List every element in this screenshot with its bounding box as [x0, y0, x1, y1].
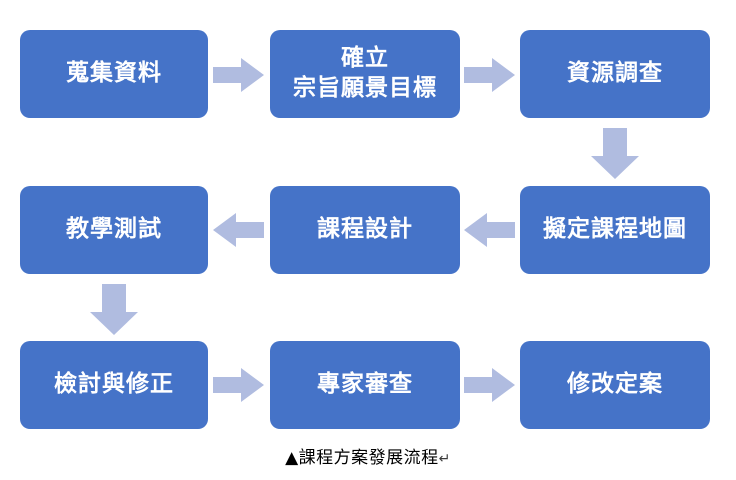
node-course-map[interactable]: 擬定課程地圖: [520, 186, 710, 274]
paragraph-return-mark: ↵: [438, 451, 451, 467]
arrow-test-to-review: [89, 284, 139, 336]
node-establish-goals[interactable]: 確立 宗旨願景目標: [270, 30, 460, 118]
node-label: 修改定案: [567, 371, 663, 398]
diagram-caption: ▲課程方案發展流程↵: [0, 443, 736, 468]
node-label: 資源調查: [567, 60, 663, 87]
arrow-design-to-test: [213, 212, 265, 248]
arrow-gather-to-goals: [213, 57, 265, 93]
node-label: 課程設計: [317, 216, 413, 243]
node-label: 蒐集資料: [66, 60, 162, 87]
node-label: 擬定課程地圖: [543, 216, 687, 243]
node-label: 教學測試: [66, 216, 162, 243]
node-label: 檢討與修正: [54, 371, 174, 398]
arrow-review-to-expert: [213, 367, 265, 403]
caption-text: ▲課程方案發展流程: [285, 448, 439, 468]
node-expert-review[interactable]: 專家審查: [270, 341, 460, 429]
node-review-revise[interactable]: 檢討與修正: [20, 341, 208, 429]
arrow-goals-to-survey: [464, 57, 516, 93]
node-teaching-test[interactable]: 教學測試: [20, 186, 208, 274]
node-resource-survey[interactable]: 資源調查: [520, 30, 710, 118]
node-course-design[interactable]: 課程設計: [270, 186, 460, 274]
arrow-expert-to-final: [464, 367, 516, 403]
node-gather-data[interactable]: 蒐集資料: [20, 30, 208, 118]
arrow-survey-to-map: [590, 128, 640, 180]
node-label: 專家審查: [317, 371, 413, 398]
node-final-revision[interactable]: 修改定案: [520, 341, 710, 429]
arrow-map-to-design: [464, 212, 516, 248]
node-label: 確立 宗旨願景目標: [293, 45, 437, 101]
